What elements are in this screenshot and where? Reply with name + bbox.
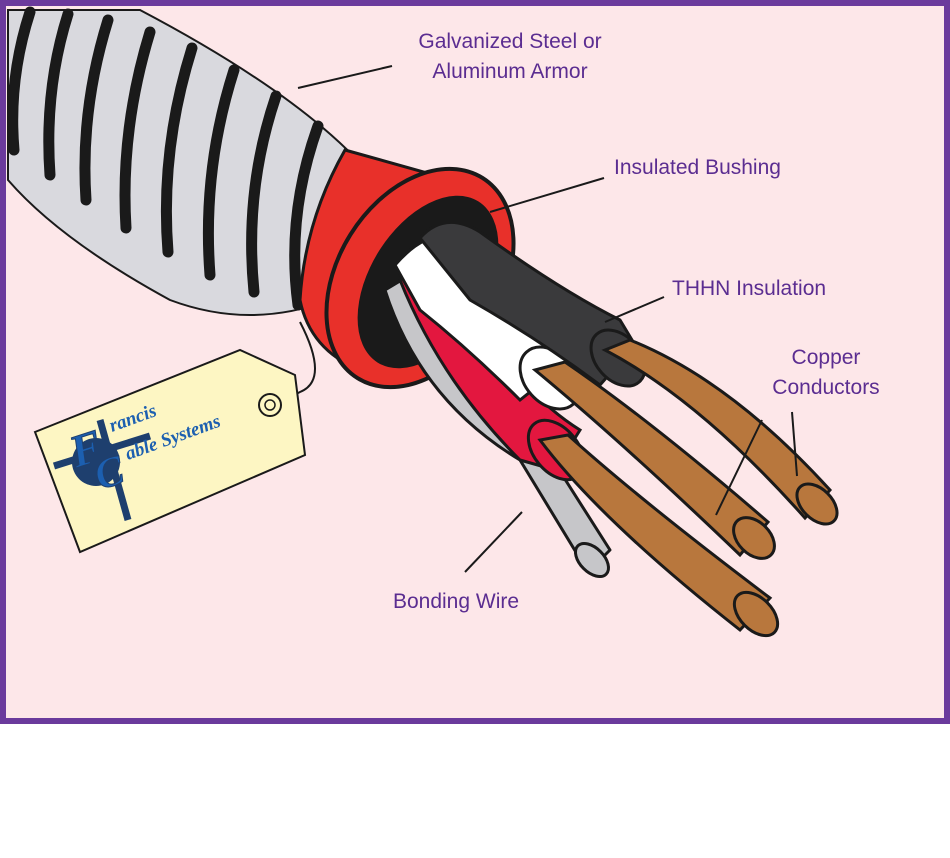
copper-conductor-red	[537, 433, 773, 633]
leader-copper-1	[715, 419, 763, 516]
leader-bushing	[489, 177, 605, 213]
logo-emblem-icon	[72, 438, 120, 486]
leader-lines	[297, 65, 798, 573]
leader-bonding	[464, 511, 523, 573]
copper-conductor-black-end	[795, 482, 839, 526]
copper-conductor-white-end	[732, 516, 776, 560]
label-armor-line-2: Aluminum Armor	[432, 60, 587, 83]
label-copper-line-2: Conductors	[772, 376, 879, 399]
armor-grooves	[7, 6, 324, 311]
label-bonding: Bonding Wire	[393, 590, 519, 613]
label-insulation: THHN Insulation	[672, 277, 826, 300]
black-insulation	[418, 220, 637, 388]
leader-insulation	[604, 296, 665, 323]
copper-conductor-red-end	[732, 590, 780, 638]
label-copper-line-1: Copper	[792, 346, 861, 369]
label-armor-line-1: Galvanized Steel or	[418, 30, 601, 53]
callout-labels: Galvanized Steel or Aluminum Armor Insul…	[393, 30, 880, 613]
bonding-wire-end	[574, 542, 610, 578]
leader-armor	[297, 65, 393, 89]
armored-cable	[7, 6, 839, 638]
label-bushing: Insulated Bushing	[614, 156, 781, 179]
cable-tag: F C rancis able Systems	[33, 348, 307, 554]
copper-conductor-white	[531, 360, 771, 558]
leader-copper-2	[791, 411, 798, 477]
tag-eyelet-inner	[264, 399, 276, 411]
tag-body	[33, 348, 307, 554]
copper-conductors	[531, 338, 839, 638]
logo-initial-f: F	[62, 420, 108, 478]
